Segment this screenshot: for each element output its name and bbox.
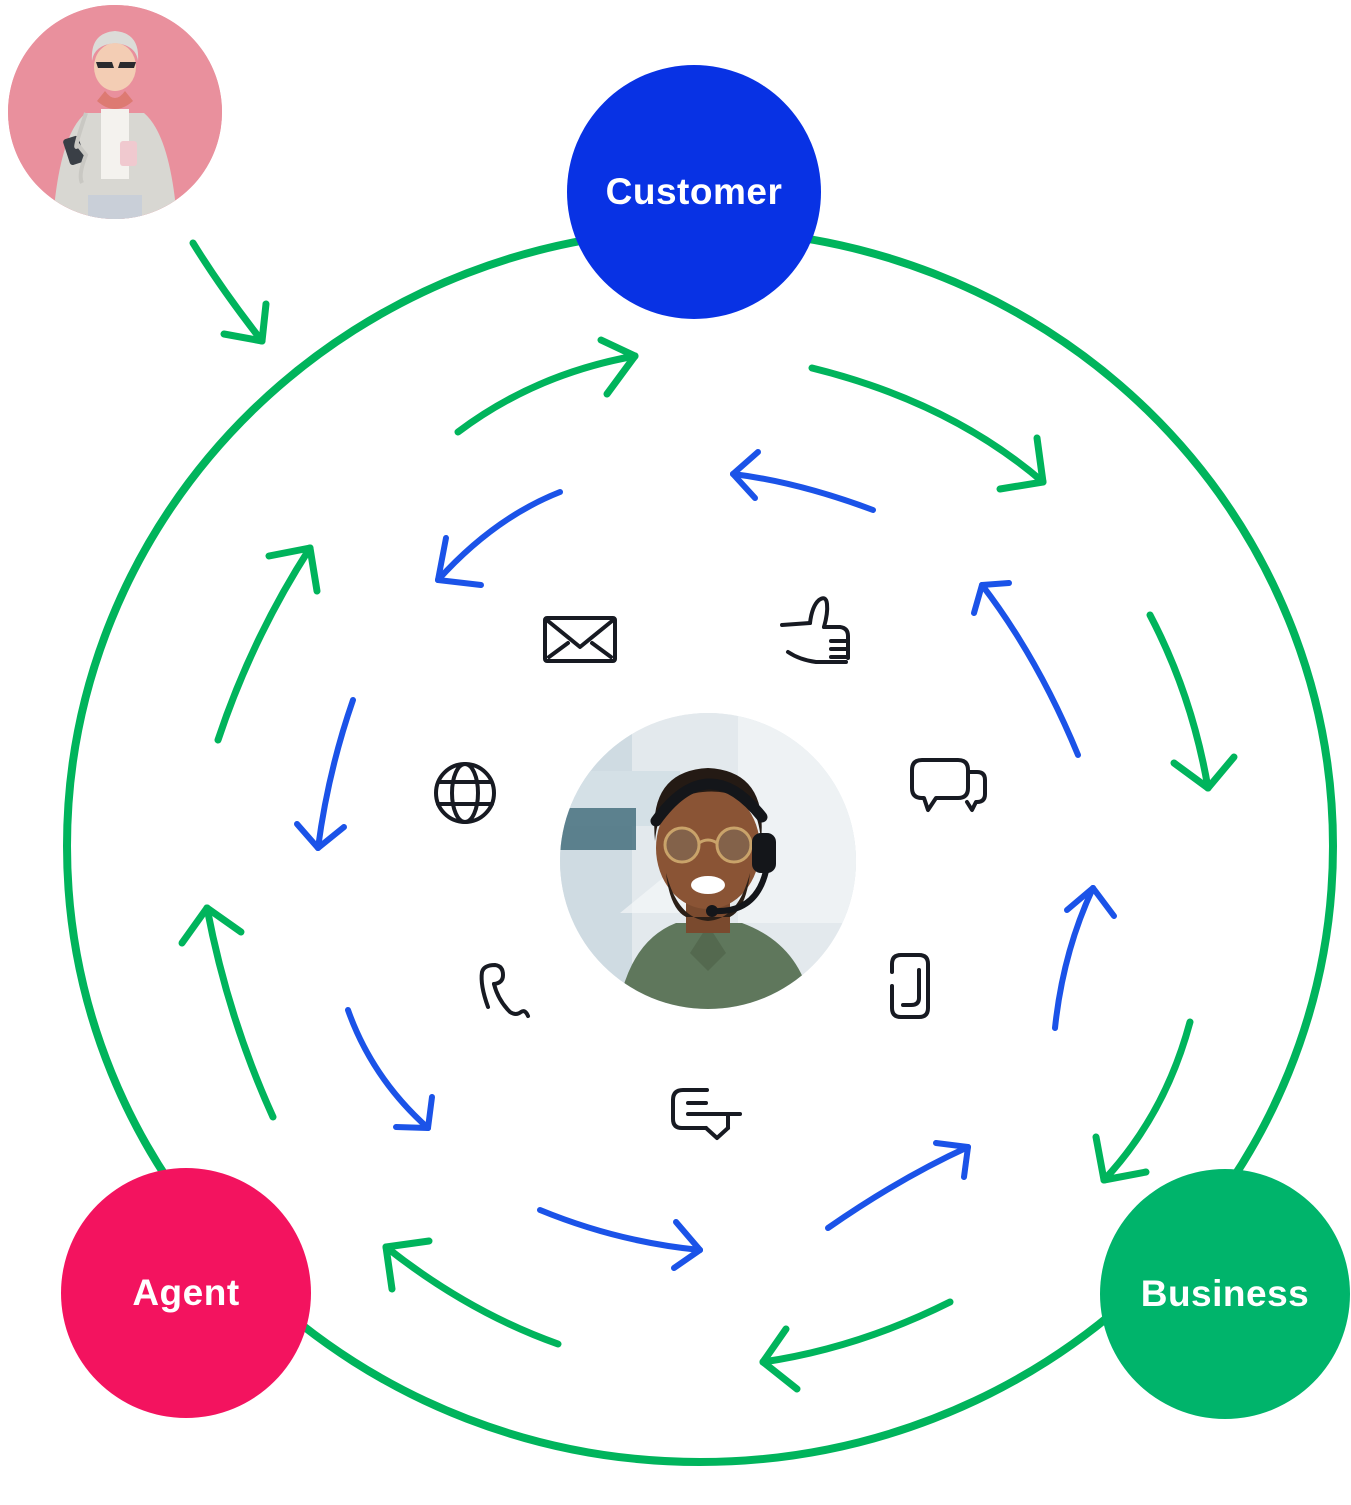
node-customer: Customer [567,65,821,319]
node-agent: Agent [61,1168,311,1418]
outer-flow-arrow-right [1146,611,1238,792]
outer-flow-arrow-bottom-left [382,1237,562,1348]
center-agent-photo [560,713,856,1009]
outer-flow-arrow-top-left [454,336,639,436]
inner-flow-arrow-bottom-right [825,1140,971,1231]
inner-flow-arrow-top [730,449,876,513]
outer-flow-arrow-left [178,904,277,1121]
inner-flow-arrow-upper-left [435,489,563,588]
outer-flow-arrow-top-right [808,364,1047,493]
phone-icon [479,963,530,1018]
inner-flow-arrow-left [294,697,356,851]
support-agent-illustration [560,713,856,1009]
mobile-phone-icon [890,953,930,1019]
outer-flow-arrow-bottom-right [1092,1018,1194,1184]
agent-label: Agent [132,1272,240,1313]
customer-photo [8,5,222,219]
chat-bubbles-icon [910,758,987,812]
inner-flow-arrow-upper-right [971,580,1081,758]
thumbs-up-icon [780,596,850,664]
woman-with-phone-illustration [8,5,222,219]
outer-flow-arrow-upper-left [214,544,321,744]
inner-flow-arrow-right [1052,885,1117,1031]
inner-flow-arrow-lower-left [345,1007,435,1131]
inner-flow-arrow-bottom [537,1207,703,1271]
chat-message-icon [671,1088,742,1140]
node-business: Business [1100,1169,1350,1419]
entry-arrow [189,239,270,345]
globe-icon [434,762,496,824]
customer-label: Customer [605,171,783,212]
business-label: Business [1140,1273,1310,1314]
outer-flow-arrow-bottom [759,1298,954,1393]
email-icon [543,616,617,663]
